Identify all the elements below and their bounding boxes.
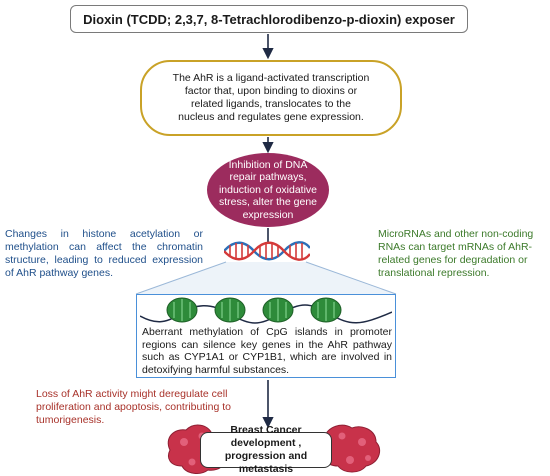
outcome-line: progression and metastasis — [224, 450, 308, 475]
node-line: stress, alter the gene — [218, 196, 318, 209]
nucleosome-icon — [140, 297, 392, 324]
dna-repair-inhibition-node: Inhibition of DNA repair pathways, induc… — [207, 153, 329, 227]
ahr-line: factor that, upon binding to dioxins or — [184, 85, 358, 97]
histone-modification-note: Changes in histone acetylation or methyl… — [5, 228, 203, 279]
node-line: repair pathways, — [229, 171, 307, 184]
breast-cancer-outcome-box: Breast Cancer development , progression … — [200, 424, 332, 475]
exposure-title-box: Dioxin (TCDD; 2,3,7, 8-Tetrachlorodibenz… — [70, 5, 468, 33]
ahr-line: The AhR is a ligand-activated transcript… — [172, 72, 370, 84]
loss-of-ahr-note: Loss of AhR activity might deregulate ce… — [36, 388, 231, 426]
node-line: expression — [242, 208, 294, 221]
exposure-title: Dioxin (TCDD; 2,3,7, 8-Tetrachlorodibenz… — [83, 11, 455, 27]
outcome-line: Breast Cancer development , — [230, 424, 302, 449]
ahr-line: related ligands, translocates to the — [191, 98, 351, 110]
microrna-note: MicroRNAs and other non-coding RNAs can … — [378, 228, 534, 279]
methylation-note: Aberrant methylation of CpG islands in p… — [142, 326, 392, 376]
ahr-line: nucleus and regulates gene expression. — [178, 111, 364, 123]
node-line: Inhibition of DNA — [228, 158, 308, 171]
ahr-description-box: The AhR is a ligand-activated transcript… — [140, 60, 402, 136]
node-line: induction of oxidative — [218, 183, 318, 196]
dna-helix-icon — [224, 241, 310, 261]
zoom-wedge — [136, 262, 396, 294]
